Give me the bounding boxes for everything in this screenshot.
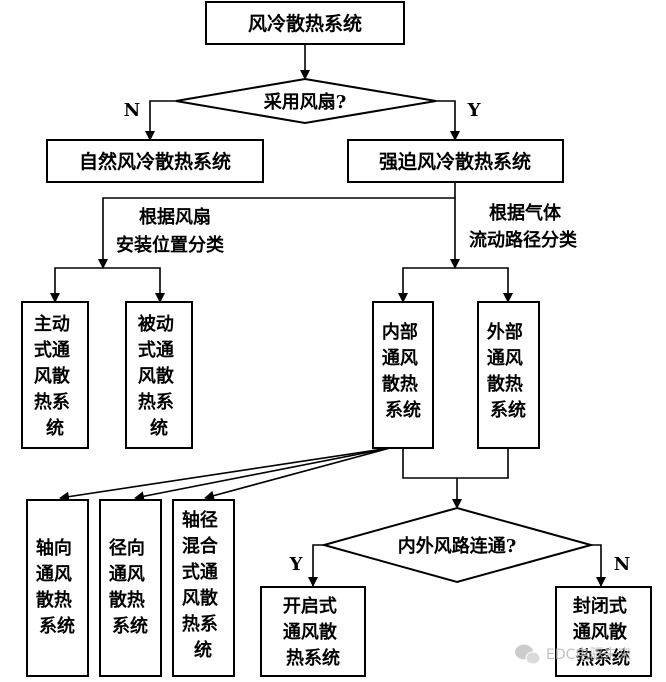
node-axial-label: 轴向 通风 散热 系统 xyxy=(36,537,78,637)
node-natural: 自然风冷散热系统 xyxy=(46,139,264,183)
node-root: 风冷散热系统 xyxy=(205,1,405,45)
node-internal: 内部 通风 散热 系统 xyxy=(372,301,434,449)
node-passive: 被动 式通 风散 热系 统 xyxy=(125,301,193,449)
wechat-icon xyxy=(515,644,541,665)
edge-fan-no xyxy=(145,100,176,141)
edge-fan-yes xyxy=(436,100,460,141)
node-fan-decision-label: 采用风扇? xyxy=(263,91,347,113)
edge-label-n-closed: N xyxy=(614,554,630,575)
edge-internal-down xyxy=(402,448,509,479)
edge-split-external xyxy=(455,267,513,303)
node-connect-decision-label: 内外风路连通? xyxy=(398,535,517,557)
edge-internal-to-mixed xyxy=(204,447,391,501)
edge-label-by-install: 根据风扇 安装位置分类 xyxy=(116,206,225,256)
edge-connect-yes xyxy=(308,544,324,587)
edge-split-passive xyxy=(103,267,165,303)
edge-split-internal xyxy=(398,267,455,303)
edge-label-y-right: Y xyxy=(467,100,482,121)
edge-label-by-airflow: 根据气体 流动路径分类 xyxy=(469,202,578,251)
node-natural-label: 自然风冷散热系统 xyxy=(79,150,231,173)
node-connect-decision: 内外风路连通? xyxy=(320,506,595,584)
node-active: 主动 式通 风散 热系 统 xyxy=(21,301,89,449)
node-forced-label: 强迫风冷散热系统 xyxy=(379,150,531,173)
edge-label-n-left: N xyxy=(124,100,140,121)
node-internal-label: 内部 通风 散热 系统 xyxy=(382,321,424,421)
edge-forced-to-install xyxy=(98,182,456,269)
node-radial-label: 径向 通风 散热 系统 xyxy=(109,537,151,637)
node-active-label: 主动 式通 风散 热系 统 xyxy=(34,313,76,439)
edge-internal-to-axial xyxy=(59,447,391,502)
node-mixed: 轴径 混合 式通 风散 热系 统 xyxy=(172,499,235,677)
edge-split-active xyxy=(50,267,103,303)
node-root-label: 风冷散热系统 xyxy=(248,12,362,35)
node-external-label: 外部 通风 散热 系统 xyxy=(487,321,529,421)
edge-internal-to-radial xyxy=(134,447,391,502)
node-closed-label: 封闭式 通风散 热系统 xyxy=(573,595,633,669)
node-mixed-label: 轴径 混合 式通 风散 热系 统 xyxy=(182,509,224,661)
node-open: 开启式 通风散 热系统 xyxy=(260,586,366,677)
node-radial: 径向 通风 散热 系统 xyxy=(99,499,162,677)
node-forced: 强迫风冷散热系统 xyxy=(347,139,564,183)
node-external: 外部 通风 散热 系统 xyxy=(477,301,540,449)
watermark-text: EDC电驱未来 xyxy=(546,647,631,663)
edge-label-y-open: Y xyxy=(289,554,304,575)
node-closed: 封闭式 通风散 热系统 xyxy=(555,586,652,677)
watermark: EDC电驱未来 xyxy=(515,644,631,665)
edge-connect-no xyxy=(591,544,606,587)
node-open-label: 开启式 通风散 热系统 xyxy=(283,595,343,669)
node-passive-label: 被动 式通 风散 热系 统 xyxy=(138,313,180,439)
node-axial: 轴向 通风 散热 系统 xyxy=(26,499,89,677)
node-fan-decision: 采用风扇? xyxy=(175,77,437,125)
